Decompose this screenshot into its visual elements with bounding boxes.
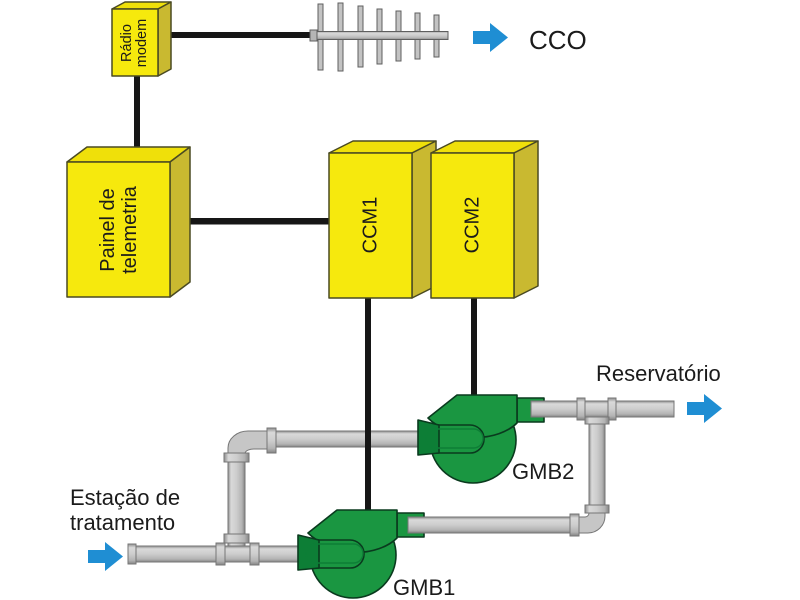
treatment-station-label: Estação de tratamento xyxy=(70,485,181,535)
radio-modem-side-face xyxy=(157,1,172,77)
telemetry-panel-front-face xyxy=(66,161,171,298)
riser-bottom-collar xyxy=(223,533,250,544)
elbow-top-left xyxy=(227,430,268,454)
gmb1-discharge-pipe xyxy=(407,516,571,534)
cable-radiomodem-panel xyxy=(134,74,140,164)
antenna-icon xyxy=(309,2,449,72)
discharge-drop-flange xyxy=(584,504,610,514)
tee-right-flange xyxy=(249,542,260,566)
bottom-pipe-end-flange xyxy=(127,543,137,565)
cable-ccm1-gmb1 xyxy=(365,295,371,511)
cco-arrow-icon xyxy=(473,23,508,52)
ccm2-front-face xyxy=(430,152,515,299)
radio-modem-front-face xyxy=(111,8,159,77)
gmb1-discharge-flange xyxy=(569,513,580,537)
discharge-tee-left-flange xyxy=(576,397,586,421)
radio-modem-label: Rádio modem xyxy=(118,18,151,68)
radio-modem-box xyxy=(111,1,172,77)
gmb2-label: GMB2 xyxy=(512,459,575,484)
cables xyxy=(134,32,477,511)
upper-suction-flange xyxy=(266,427,277,454)
gmb1-label: GMB1 xyxy=(393,575,456,600)
elbow-bottom-right xyxy=(578,512,606,534)
telemetry-panel-side-face xyxy=(169,146,191,298)
telemetry-panel-box xyxy=(66,146,191,298)
tee-left-flange xyxy=(215,542,226,566)
ccm1-box xyxy=(328,140,437,299)
discharge-tee-collar xyxy=(584,416,610,425)
cco-label: CCO xyxy=(529,25,587,55)
ccm1-label: CCM1 xyxy=(359,196,381,254)
reservoir-arrow-icon xyxy=(687,394,722,423)
ccm1-front-face xyxy=(328,152,413,299)
treatment-station-arrow-icon xyxy=(88,542,123,571)
discharge-pipes xyxy=(407,397,675,537)
reservoir-label: Reservatório xyxy=(596,361,721,386)
discharge-tee-right-flange xyxy=(607,397,617,421)
cable-radiomodem-antenna xyxy=(155,32,315,38)
ccm2-label: CCM2 xyxy=(461,196,483,254)
antenna-boom xyxy=(310,31,449,40)
ccm2-box xyxy=(430,140,539,299)
cable-panel-ccm1 xyxy=(185,218,335,225)
telemetry-panel-label: Painel de telemetria xyxy=(97,186,141,274)
riser-top-flange xyxy=(223,452,250,463)
gmb2-discharge-pipe xyxy=(530,400,675,418)
cable-ccm2-gmb2 xyxy=(471,295,477,396)
antenna-boom-cap xyxy=(309,29,318,42)
ccm2-side-face xyxy=(513,140,539,299)
suction-pipes xyxy=(127,427,447,566)
discharge-drop-pipe xyxy=(588,423,606,506)
